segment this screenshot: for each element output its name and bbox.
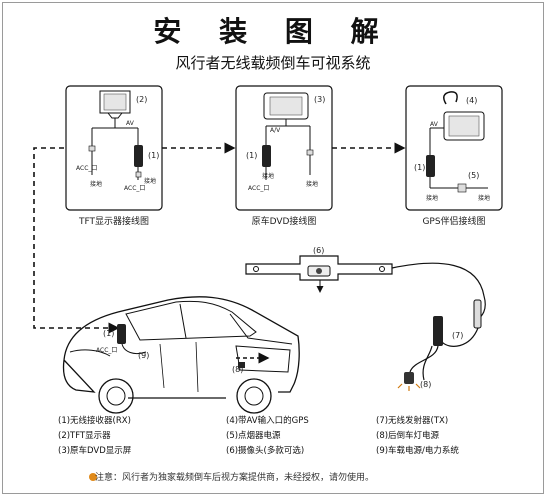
- car-acc-label: ACC_口: [96, 347, 117, 354]
- tft-caption: TFT显示器接线图: [78, 215, 149, 227]
- camera-lens-icon: [316, 268, 322, 274]
- legend-item: (5)点烟器电源: [226, 431, 281, 441]
- gps-device-num: (4): [466, 96, 477, 105]
- light-rays-icon: [397, 383, 421, 391]
- connector-icon: [473, 299, 482, 329]
- gps-gnd-label: 接地: [426, 194, 438, 202]
- tft-rx-num: (1): [148, 151, 159, 160]
- car-illustration: [62, 296, 300, 414]
- gps-av-label: AV: [430, 121, 439, 128]
- car-wiring: (1) ACC_口 (9) (8): [96, 324, 270, 374]
- legend-item: (9)车载电源/电力系统: [376, 446, 459, 456]
- wireless-links: [33, 142, 406, 334]
- car-rx-num: (1): [103, 329, 114, 338]
- tail-light-num: (8): [420, 380, 431, 389]
- tft-acc-label: ACC_口: [76, 165, 97, 172]
- dvd-gnd-label-2: 接地: [306, 180, 318, 188]
- tft-av-label: AV: [126, 120, 135, 127]
- legend-item: (2)TFT显示器: [58, 431, 111, 441]
- car-power-num: (9): [138, 351, 149, 360]
- gps-caption: GPS伴侣接线图: [422, 215, 485, 227]
- legend-item: (4)带AV输入口的GPS: [226, 416, 309, 426]
- panel-gps: (4) (1) (5) AV 接地 接地 GPS伴侣接线图: [405, 85, 503, 227]
- receiver-icon: [134, 145, 143, 167]
- legend-col-1: (1)无线接收器(RX) (2)TFT显示器 (3)原车DVD显示屏: [58, 414, 131, 459]
- transmitter-icon: [433, 316, 443, 346]
- camera-cable: [391, 262, 486, 323]
- receiver-icon: [426, 155, 435, 177]
- legend-item: (6)摄像头(多款可选): [226, 446, 305, 456]
- gps-power-num: (5): [468, 171, 479, 180]
- screw-icon: [253, 266, 259, 272]
- legend-col-3: (7)无线发射器(TX) (8)后倒车灯电源 (9)车载电源/电力系统: [376, 414, 459, 459]
- rear-wheel: [236, 378, 272, 414]
- note-bullet-icon: [89, 473, 97, 481]
- transmitter-assembly: (7) (8): [397, 299, 482, 391]
- dvd-gnd-label: 接地: [262, 172, 274, 180]
- tft-gnd-label-2: 接地: [144, 177, 156, 185]
- tft-gnd-label: 接地: [90, 180, 102, 188]
- screw-icon: [379, 266, 385, 272]
- panel-gps-box: [405, 85, 503, 211]
- legend-item: (1)无线接收器(RX): [58, 416, 131, 426]
- dvd-rx-num: (1): [246, 151, 257, 160]
- tft-monitor-num: (2): [136, 95, 147, 104]
- gps-mount-icon: [443, 91, 458, 105]
- legend-item: (7)无线发射器(TX): [376, 416, 449, 426]
- link-to-car: [33, 147, 120, 334]
- dvd-av-label: A/V: [270, 127, 281, 134]
- camera-num: (6): [313, 246, 324, 255]
- car-windows: [125, 300, 257, 341]
- panel-tft: (2) (1) AV ACC_口 ACC_口 接地 接地 TFT显示器接线图: [65, 85, 163, 227]
- front-wheel: [98, 378, 134, 414]
- dvd-acc-label: ACC_口: [248, 185, 269, 192]
- legend-item: (3)原车DVD显示屏: [58, 446, 132, 456]
- legend-col-2: (4)带AV输入口的GPS (5)点烟器电源 (6)摄像头(多款可选): [226, 414, 309, 459]
- camera-assembly: (6): [245, 246, 486, 323]
- page-title: 安 装 图 解: [153, 15, 393, 48]
- car-receiver-icon: [117, 324, 126, 344]
- car-tail-light-num: (8): [232, 365, 243, 374]
- tft-acc-label-2: ACC_口: [124, 185, 145, 192]
- legend-item: (8)后倒车灯电源: [376, 431, 440, 441]
- car-body-outline: [62, 296, 300, 399]
- panel-dvd: (3) (1) A/V ACC_口 接地 接地 原车DVD接线图: [235, 85, 333, 227]
- gps-gnd-label-2: 接地: [478, 194, 490, 202]
- gps-rx-num: (1): [414, 163, 425, 172]
- page-subtitle: 风行者无线载频倒车可视系统: [175, 54, 371, 72]
- tailgate: [235, 345, 291, 373]
- tx-num: (7): [452, 331, 463, 340]
- dvd-caption: 原车DVD接线图: [252, 215, 317, 227]
- cigarette-plug-icon: [457, 183, 467, 193]
- dvd-monitor-num: (3): [314, 95, 325, 104]
- receiver-icon: [262, 145, 271, 167]
- footer-note: 注意：风行者为独家载频倒车后视方案提供商，未经授权，请勿使用。: [95, 473, 375, 483]
- tail-light-plug-icon: [404, 372, 414, 384]
